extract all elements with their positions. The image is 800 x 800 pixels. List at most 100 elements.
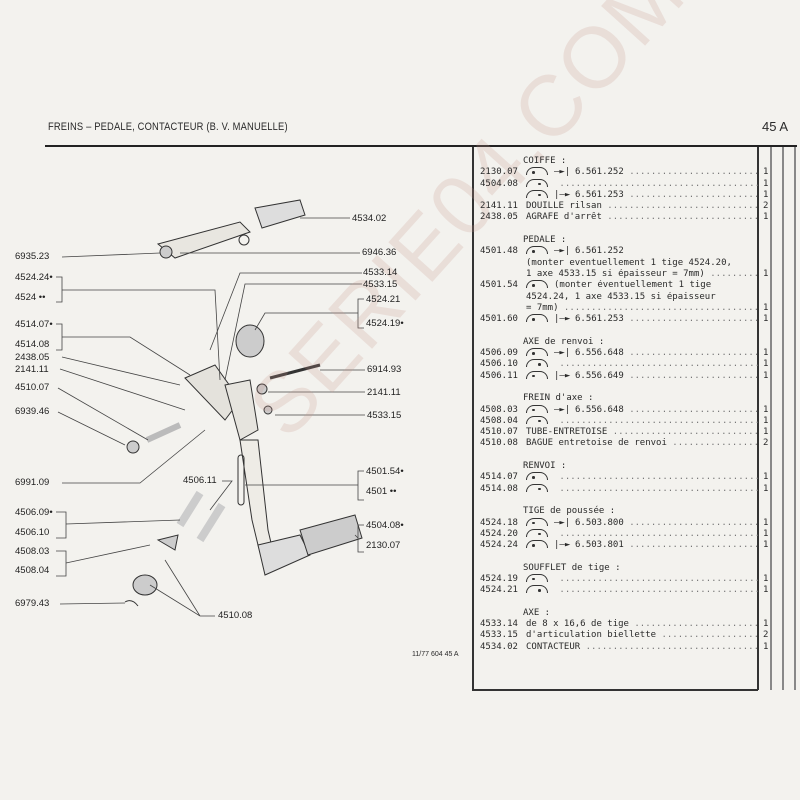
description-text: 6.503.800 <box>575 517 624 528</box>
section-title: TIGE de poussée : <box>523 506 616 517</box>
table-row: 4524.24|—►6.503.801 ....................… <box>480 540 780 551</box>
section-title: FREIN d'axe : <box>523 393 594 404</box>
section-heading: AXE : <box>480 608 780 619</box>
part-description: ........................................… <box>526 528 758 540</box>
table-row: 4524.20 ................................… <box>480 528 780 540</box>
right-hand-drive-icon <box>526 189 548 198</box>
pedal-rubber <box>299 514 363 556</box>
contactor <box>254 199 306 229</box>
part-number: 2438.05 <box>480 212 518 223</box>
table-row: 4506.11|—►6.556.649 ....................… <box>480 370 780 382</box>
table-row <box>480 224 780 235</box>
table-row: (monter eventuellement 1 tige 4524.20, <box>480 258 780 269</box>
callout-label: 4534.02 <box>352 213 387 224</box>
column-border <box>782 147 784 690</box>
part-description: CONTACTEUR .............................… <box>526 641 758 652</box>
from-serial-icon: |—► <box>554 314 571 325</box>
part-number: 4510.08 <box>480 438 518 449</box>
callout-label: 6939.46 <box>15 406 50 417</box>
callout-label: 4533.15 <box>367 410 402 421</box>
pedal-slot <box>237 454 245 506</box>
callout-label: 4506.10 <box>15 527 50 538</box>
part-description: ........................................… <box>526 573 758 585</box>
callout-label: 6935.23 <box>15 251 50 262</box>
part-description: 1 axe 4533.15 si épaisseur = 7mm) ......… <box>526 268 758 279</box>
part-description: BAGUE entretoise de renvoi .............… <box>526 438 758 449</box>
part-description: ........................................… <box>526 472 758 483</box>
bolt <box>269 363 321 380</box>
table-bottom-border <box>472 689 758 691</box>
right-hand-drive-icon <box>526 585 548 594</box>
spacer-tube <box>145 422 182 443</box>
up-to-serial-icon: —►| <box>554 348 571 359</box>
quantity: 1 <box>763 314 769 325</box>
quantity: 1 <box>763 573 769 584</box>
nut <box>126 440 140 454</box>
right-hand-drive-icon <box>526 178 548 187</box>
table-row <box>480 495 780 506</box>
part-number: 2141.11 <box>480 201 518 212</box>
part-number: 4533.15 <box>480 630 518 641</box>
section-heading: SOUFFLET de tige : <box>480 563 780 574</box>
description-text: 4524.24, 1 axe 4533.15 si épaisseur <box>526 291 716 302</box>
up-to-serial-icon: —►| <box>554 517 571 528</box>
quantity: 1 <box>763 359 769 370</box>
part-description: ........................................… <box>526 585 758 596</box>
up-to-serial-icon: —►| <box>554 167 571 178</box>
circlip <box>156 534 179 551</box>
up-to-serial-icon: —►| <box>554 246 571 257</box>
part-number: 4533.14 <box>480 619 518 630</box>
table-row: 1 axe 4533.15 si épaisseur = 7mm) ......… <box>480 269 780 280</box>
parts-table: COIFFE : 2130.07 —►| 6.561.252 ............… <box>480 156 780 653</box>
section-title: PEDALE : <box>523 235 567 246</box>
callout-label: 2141.11 <box>15 364 49 375</box>
clip <box>124 600 139 607</box>
quantity: 1 <box>763 268 769 279</box>
callout-label: 4533.15 <box>363 279 398 290</box>
callout-label: 4501.54• <box>366 466 404 477</box>
section-heading: COIFFE : <box>480 156 780 167</box>
quantity: 2 <box>763 438 769 449</box>
quantity: 1 <box>763 348 769 359</box>
table-row: 4508.03—►|6.556.648 ....................… <box>480 404 780 416</box>
callout-label: 4514.07• <box>15 319 53 330</box>
table-row <box>480 325 780 336</box>
callout-label: 4524.19• <box>366 318 404 329</box>
table-row: 4524.21 ................................… <box>480 585 780 596</box>
part-number: 2130.07 <box>480 167 518 178</box>
description-text: DOUILLE rilsan <box>526 201 602 212</box>
table-row: 4524.19 ................................… <box>480 573 780 585</box>
diagram-parts <box>124 199 363 607</box>
description-text: 6.561.252 <box>575 167 624 178</box>
column-divider <box>472 147 474 690</box>
part-number: 4506.11 <box>480 370 518 381</box>
part-description: de 8 x 16,6 de tige ....................… <box>526 619 758 630</box>
part-number: 4514.07 <box>480 472 518 483</box>
callout-label: 6991.09 <box>15 477 50 488</box>
table-row: = 7mm) .................................… <box>480 303 780 314</box>
pedal-hub <box>224 379 259 441</box>
quantity: 1 <box>763 415 769 426</box>
callout-label: 4524 •• <box>15 292 46 303</box>
callout-label: 4524.24• <box>15 272 53 283</box>
part-number: 4510.07 <box>480 427 518 438</box>
from-serial-icon: |—► <box>554 540 571 551</box>
pivot-axle <box>196 502 226 543</box>
description-text: d'articulation biellette <box>526 630 657 641</box>
table-row: 4504.08 ................................… <box>480 178 780 190</box>
description-text: CONTACTEUR <box>526 641 581 652</box>
left-hand-drive-icon <box>526 573 548 582</box>
section-title: COIFFE : <box>523 156 567 166</box>
part-description: |—►6.561.253 ...........................… <box>526 314 758 325</box>
table-row: 4508.04 ................................… <box>480 415 780 427</box>
table-row: 4510.08 BAGUE entretoise de renvoi ......… <box>480 438 780 449</box>
callout-label: 4533.14 <box>363 267 398 278</box>
quantity: 1 <box>763 641 769 652</box>
part-description: |—►6.561.253 ...........................… <box>526 189 758 201</box>
left-hand-drive-icon <box>526 314 548 323</box>
part-description: ........................................… <box>526 415 758 427</box>
callout-label: 4510.08 <box>218 610 253 621</box>
description-text: (monter eventuellement 1 tige 4524.20, <box>526 257 732 268</box>
quantity: 1 <box>763 619 769 630</box>
